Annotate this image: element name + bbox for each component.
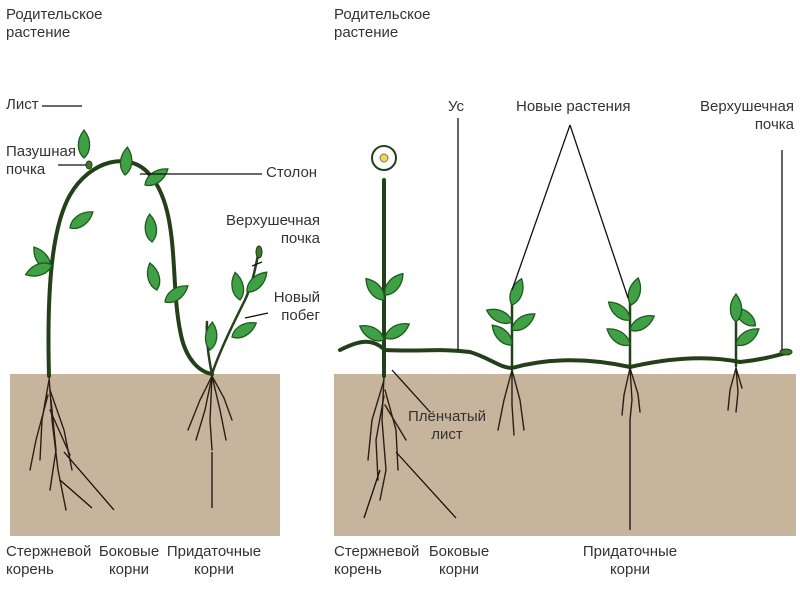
left-lateral-roots-label: Боковые корни <box>94 543 164 579</box>
left-apical-bud-label: Верхушечная почка <box>216 212 320 248</box>
right-adventitious-roots-line1: Придаточные <box>580 543 680 561</box>
right-apical-bud-line2: почка <box>690 116 794 134</box>
left-taproot-line2: корень <box>6 561 91 579</box>
right-lateral-roots-line2: корни <box>424 561 494 579</box>
new-shoot-line1: Новый <box>250 289 320 307</box>
right-taproot-label: Стержневой корень <box>334 543 419 579</box>
right-apical-bud-label: Верхушечная почка <box>690 98 794 134</box>
left-adventitious-roots-line2: корни <box>164 561 264 579</box>
right-runner-plant <box>340 146 792 376</box>
right-adventitious-roots-line2: корни <box>580 561 680 579</box>
right-parent-plant-line2: растение <box>334 24 431 42</box>
axillary-bud-line2: почка <box>6 161 76 179</box>
runner-label: Ус <box>448 98 464 116</box>
stolon-label-text: Столон <box>266 164 317 182</box>
soil-right <box>334 374 796 536</box>
new-shoot-line2: побег <box>250 307 320 325</box>
new-plants-label-text: Новые растения <box>516 98 630 116</box>
left-adventitious-roots-line1: Придаточные <box>164 543 264 561</box>
left-lateral-roots-line2: корни <box>94 561 164 579</box>
right-parent-plant-label: Родительское растение <box>334 6 431 42</box>
left-parent-plant-label: Родительское растение <box>6 6 103 42</box>
right-adventitious-roots-label: Придаточные корни <box>580 543 680 579</box>
left-lateral-roots-line1: Боковые <box>94 543 164 561</box>
axillary-bud-label: Пазушная почка <box>6 143 76 179</box>
new-shoot-label: Новый побег <box>250 289 320 325</box>
leaf-label-text: Лист <box>6 96 39 114</box>
axillary-bud-line1: Пазушная <box>6 143 76 161</box>
left-taproot-line1: Стержневой <box>6 543 91 561</box>
right-taproot-line1: Стержневой <box>334 543 419 561</box>
left-parent-plant-line2: растение <box>6 24 103 42</box>
leaf-label: Лист <box>6 96 39 114</box>
right-lateral-roots-label: Боковые корни <box>424 543 494 579</box>
right-apical-bud-line1: Верхушечная <box>690 98 794 116</box>
runner-label-text: Ус <box>448 98 464 116</box>
right-lateral-roots-line1: Боковые <box>424 543 494 561</box>
left-apical-bud-line2: почка <box>216 230 320 248</box>
scale-leaf-line1: Плёнчатый <box>402 408 492 426</box>
left-taproot-label: Стержневой корень <box>6 543 91 579</box>
new-plants-label: Новые растения <box>516 98 630 116</box>
right-taproot-line2: корень <box>334 561 419 579</box>
stolon-label: Столон <box>266 164 317 182</box>
scale-leaf-line2: лист <box>402 426 492 444</box>
scale-leaf-label: Плёнчатый лист <box>402 408 492 444</box>
left-parent-plant-line1: Родительское <box>6 6 103 24</box>
right-parent-plant-line1: Родительское <box>334 6 431 24</box>
left-adventitious-roots-label: Придаточные корни <box>164 543 264 579</box>
left-apical-bud-line1: Верхушечная <box>216 212 320 230</box>
